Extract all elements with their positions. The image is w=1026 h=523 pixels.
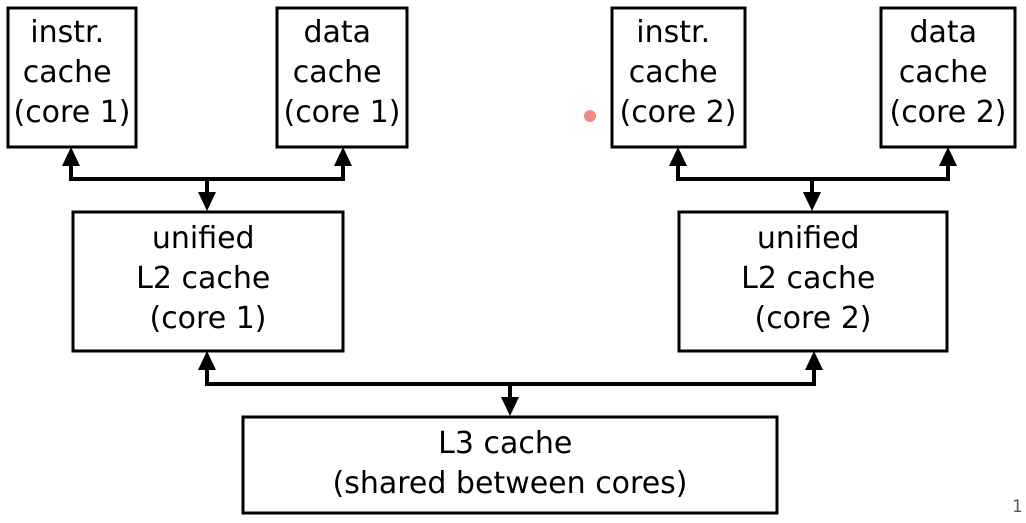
- node-label-line: L2 cache: [136, 261, 270, 296]
- edge-l2-core2-arrowhead: [805, 351, 823, 370]
- edge-l1d-core2-arrowhead: [939, 147, 957, 166]
- node-l1i-core2: instr. cache (core 2): [610, 6, 747, 149]
- node-label-line: (core 1): [149, 301, 266, 336]
- connectors: [62, 147, 957, 416]
- node-l1i-core1: instr. cache (core 1): [6, 6, 138, 149]
- node-label-line: L2 cache: [741, 261, 875, 296]
- node-label-line: cache: [293, 55, 382, 90]
- page-number: 1: [1012, 497, 1023, 517]
- node-label-line: data: [909, 15, 977, 50]
- node-label-line: instr.: [636, 15, 710, 50]
- node-label-line: (core 2): [619, 95, 736, 130]
- node-l1d-core1: data cache (core 1): [275, 6, 409, 149]
- node-l2-core1: unified L2 cache (core 1): [71, 210, 345, 353]
- edge-l1i-core2-arrowhead: [669, 147, 687, 166]
- node-label-line: cache: [899, 55, 988, 90]
- node-label-line: (core 2): [889, 95, 1006, 130]
- node-label-line: (core 1): [283, 95, 400, 130]
- node-label-line: (core 1): [13, 95, 130, 130]
- node-label-line: cache: [629, 55, 718, 90]
- svg-text:unified L2 cache (: unified L2 cache (core 1): [136, 221, 280, 336]
- node-l3: L3 cache (shared between cores): [241, 415, 779, 515]
- edge-l3-arrowhead: [501, 397, 519, 416]
- edge-l2-core1-down-arrowhead: [198, 192, 216, 211]
- svg-text:L3 cache (shared between: L3 cache (shared between cores): [332, 426, 687, 501]
- node-label-line: unified: [757, 221, 860, 256]
- node-l2-core2: unified L2 cache (core 2): [677, 210, 949, 353]
- svg-text:data cache (core 2: data cache (core 2): [889, 15, 1006, 130]
- svg-text:unified L2 cache (: unified L2 cache (core 2): [741, 221, 885, 336]
- node-l1d-core2: data cache (core 2): [879, 6, 1017, 149]
- edge-l1d-core1-arrowhead: [334, 147, 352, 166]
- edge-l2-core1-arrowhead: [198, 351, 216, 370]
- svg-text:data cache (core 1: data cache (core 1): [283, 15, 400, 130]
- node-label-line: L3 cache: [438, 426, 572, 461]
- pointer-dot: [584, 110, 596, 122]
- edge-l1i-core1-arrowhead: [62, 147, 80, 166]
- node-label-line: instr.: [30, 15, 104, 50]
- node-label-line: data: [303, 15, 371, 50]
- svg-text:instr. cache (core: instr. cache (core 1): [13, 15, 130, 130]
- node-label-line: cache: [23, 55, 112, 90]
- node-label-line: (shared between cores): [332, 466, 687, 501]
- svg-text:instr. cache (core: instr. cache (core 2): [619, 15, 736, 130]
- node-label-line: unified: [152, 221, 255, 256]
- edge-l2-core2-down-arrowhead: [803, 192, 821, 211]
- node-label-line: (core 2): [754, 301, 871, 336]
